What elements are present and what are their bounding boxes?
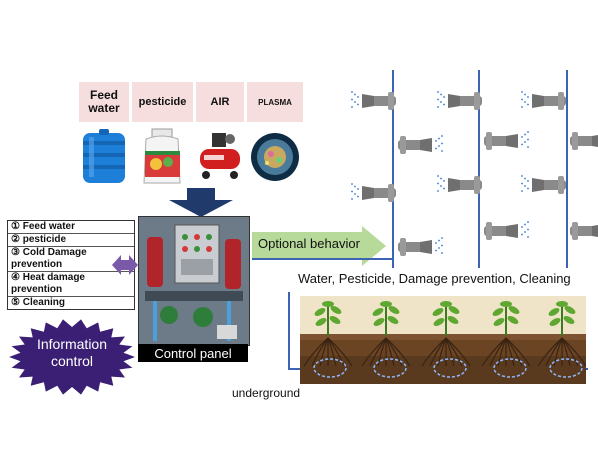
plasma-image [247, 127, 303, 187]
header-feed-line2: water [88, 101, 120, 115]
sprinkler-nozzle-icon [484, 221, 529, 240]
sprinkler-nozzle-icon [484, 131, 529, 150]
control-panel-label: Control panel [138, 344, 248, 362]
feed-water-barrel-image [79, 127, 129, 187]
water-barrel-icon [83, 129, 125, 183]
function-item-feed-water: ① Feed water [8, 221, 134, 234]
air-compressor-image [196, 127, 244, 187]
soil-plants-image [300, 296, 587, 384]
header-pesticide-label: pesticide [138, 96, 187, 108]
header-feed-line1: Feed [89, 88, 118, 102]
header-plasma-label: PLASMA [258, 97, 292, 107]
pipe-underground-vertical [288, 292, 290, 370]
function-item-heat-damage: ④ Heat damage prevention [8, 272, 134, 297]
header-pesticide: pesticide [132, 82, 193, 122]
information-control-line1: Information [36, 336, 108, 352]
sprinkler-nozzle-icon [398, 237, 443, 256]
sprinkler-nozzle-icon [437, 175, 482, 194]
input-down-arrow [169, 188, 233, 217]
optional-behavior-arrow [252, 226, 386, 266]
sprinkler-nozzle-icon [398, 135, 443, 154]
sprinkler-nozzle-icon [351, 183, 396, 202]
header-air: AIR [196, 82, 244, 122]
information-control-burst [9, 319, 135, 395]
pipe-feed-horizontal [252, 258, 394, 260]
control-panel-machine-icon [139, 217, 249, 345]
sprinkler-nozzle-icon [521, 175, 566, 194]
function-item-cold-damage: ③ Cold Damage prevention [8, 247, 134, 272]
sprinkler-nozzle-icon [570, 222, 598, 240]
sprinkler-nozzle-icon [437, 91, 482, 110]
caption-functions: Water, Pesticide, Damage prevention, Cle… [298, 271, 571, 286]
pipe-vertical-3 [566, 70, 568, 268]
optional-behavior-label: Optional behavior [258, 236, 360, 251]
air-compressor-icon [200, 133, 240, 179]
pesticide-bottle-image [132, 127, 193, 187]
header-plasma: PLASMA [247, 82, 303, 122]
information-control-label: Information control [8, 336, 136, 370]
sprinkler-nozzle-icon [521, 91, 566, 110]
information-control-line2: control [50, 353, 94, 369]
pipe-vertical-2 [478, 70, 480, 268]
pesticide-bottle-icon [143, 128, 181, 184]
underground-label: underground [232, 386, 301, 400]
control-panel-image [138, 216, 250, 346]
function-item-pesticide: ② pesticide [8, 234, 134, 247]
function-item-cleaning: ⑤ Cleaning [11, 297, 65, 308]
double-arrow [112, 255, 138, 275]
plasma-cell-icon [251, 133, 299, 181]
sprinkler-nozzle-icon [570, 132, 598, 150]
header-air-label: AIR [210, 96, 230, 108]
pipe-vertical-1 [392, 70, 394, 268]
sprinkler-nozzle-icon [351, 91, 396, 110]
soil-plants-icon [300, 296, 587, 384]
